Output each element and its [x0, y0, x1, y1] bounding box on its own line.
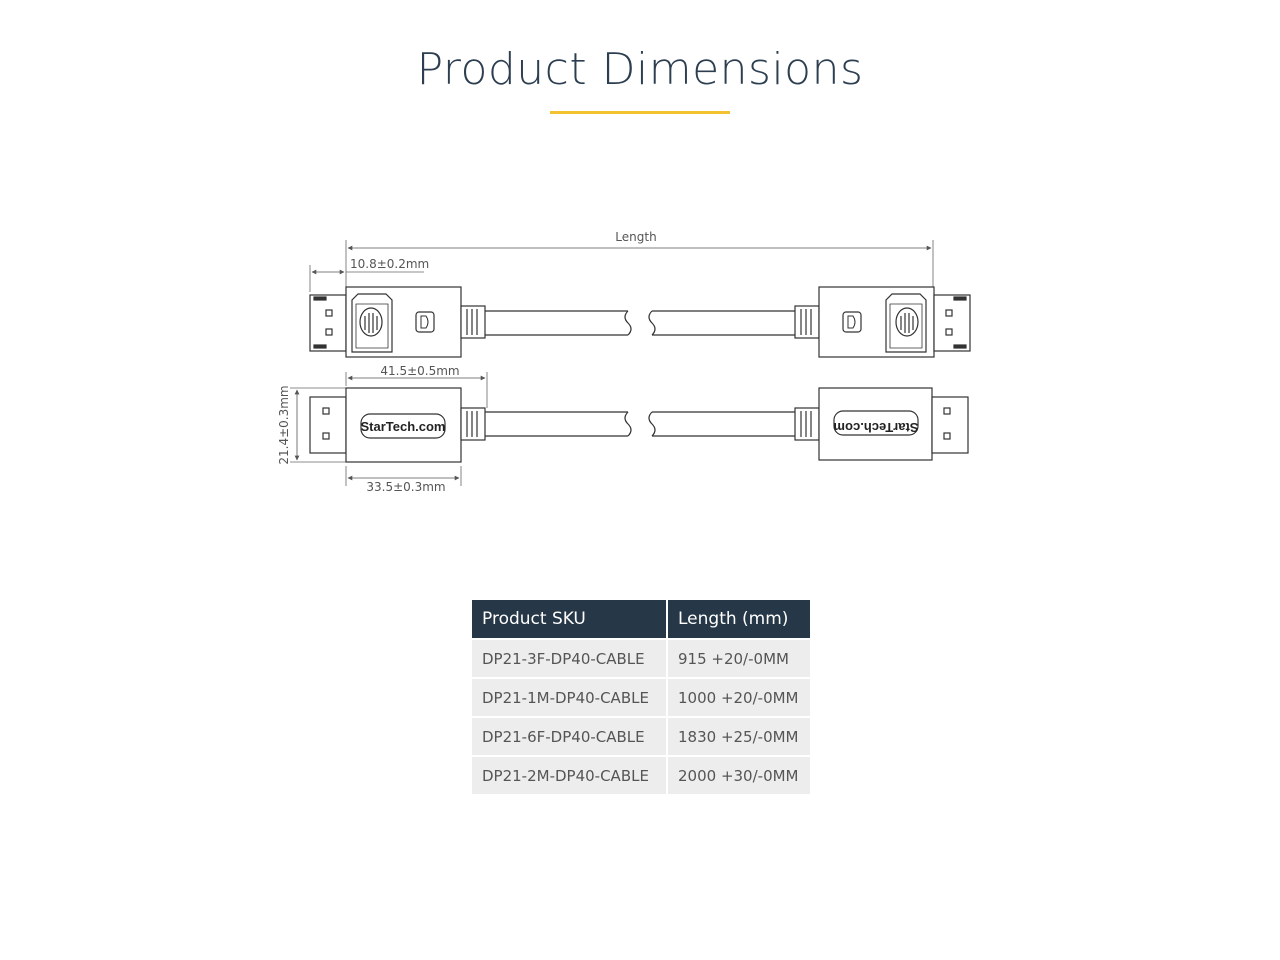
body-length-dimension: 33.5±0.3mm [345, 466, 462, 494]
height-dimension: 21.4±0.3mm [277, 385, 346, 465]
table-row: DP21-3F-DP40-CABLE 915 +20/-0MM [472, 640, 810, 677]
sku-cell: DP21-1M-DP40-CABLE [472, 679, 666, 716]
connector-bottom-left [309, 387, 632, 463]
length-dimension: Length [345, 230, 934, 290]
header-length: Length (mm) [668, 600, 810, 638]
connector-bottom-right [648, 387, 969, 461]
length-cell: 1000 +20/-0MM [668, 679, 810, 716]
body-length-label: 33.5±0.3mm [366, 480, 445, 494]
plug-tip-label: 10.8±0.2mm [350, 257, 429, 271]
length-cell: 1830 +25/-0MM [668, 718, 810, 755]
length-label: Length [615, 230, 656, 244]
sku-length-table: Product SKU Length (mm) DP21-3F-DP40-CAB… [470, 598, 812, 796]
table-row: DP21-1M-DP40-CABLE 1000 +20/-0MM [472, 679, 810, 716]
length-cell: 2000 +30/-0MM [668, 757, 810, 794]
brand-logo-right: StarTech.com [833, 420, 918, 435]
table-header-row: Product SKU Length (mm) [472, 600, 810, 638]
sku-cell: DP21-2M-DP40-CABLE [472, 757, 666, 794]
length-cell: 915 +20/-0MM [668, 640, 810, 677]
connector-top-right [648, 286, 971, 358]
plug-tip-dimension: 10.8±0.2mm [309, 257, 429, 292]
table-row: DP21-6F-DP40-CABLE 1830 +25/-0MM [472, 718, 810, 755]
sku-cell: DP21-3F-DP40-CABLE [472, 640, 666, 677]
page-title: Product Dimensions [416, 44, 864, 95]
height-label: 21.4±0.3mm [277, 385, 291, 464]
table-row: DP21-2M-DP40-CABLE 2000 +30/-0MM [472, 757, 810, 794]
brand-logo-left: StarTech.com [360, 419, 445, 434]
housing-length-label: 41.5±0.5mm [380, 364, 459, 378]
title-underline [550, 111, 730, 114]
housing-length-dimension: 41.5±0.5mm [345, 364, 488, 408]
sku-cell: DP21-6F-DP40-CABLE [472, 718, 666, 755]
header-product-sku: Product SKU [472, 600, 666, 638]
cable-dimension-diagram: Length 10.8±0.2mm [277, 230, 971, 494]
connector-top-left [309, 286, 632, 358]
